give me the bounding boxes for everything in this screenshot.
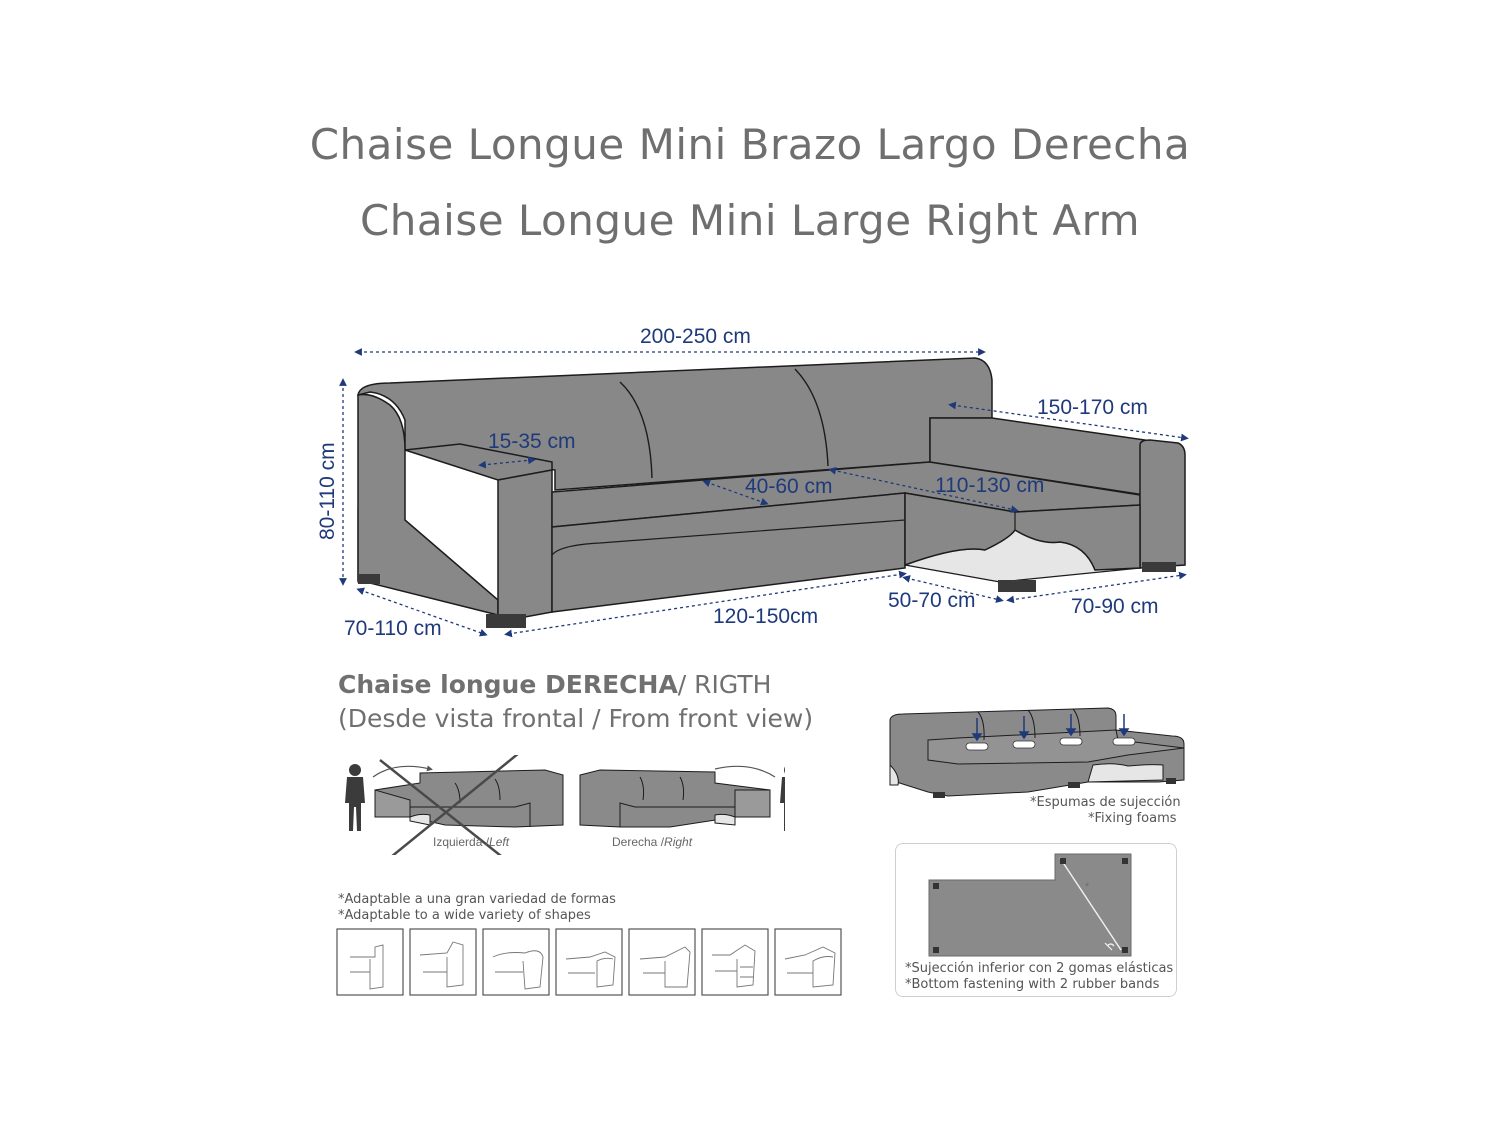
arrow-right-curve (714, 765, 776, 778)
clip-bl (933, 947, 939, 953)
arm-shape-2 (409, 928, 477, 996)
orientation-heading-rest: / RIGTH (677, 670, 772, 699)
shapes-note-1: *Adaptable a una gran variedad de formas (338, 892, 616, 907)
bottom-note-2: *Bottom fastening with 2 rubber bands (905, 977, 1160, 992)
back-cushion-line-1 (619, 381, 653, 479)
cross-line-1 (379, 759, 502, 855)
arm-shapes-row (336, 928, 842, 996)
dim-arrow-depth (356, 587, 488, 637)
cross-line-2 (391, 755, 519, 855)
chaise-arm (1139, 439, 1186, 569)
dim-chaise-width: 70-90 cm (1071, 595, 1159, 618)
bottom-note-1: *Sujección inferior con 2 gomas elástica… (905, 961, 1174, 976)
orientation-heading-bold: Chaise longue DERECHA (338, 670, 678, 699)
label-left: Izquierda /Left (433, 835, 510, 849)
foam-strip-3 (1059, 737, 1083, 746)
foam-strip-4 (1112, 737, 1136, 746)
dim-arrow-chaise-width (1006, 571, 1187, 604)
bottom-cover-shape (928, 853, 1132, 957)
bottom-fastening-box (895, 843, 1177, 997)
foot-back-left (358, 574, 380, 584)
foam-strip-2 (1012, 740, 1036, 749)
shapes-note-2: *Adaptable to a wide variety of shapes (338, 908, 591, 923)
dim-chaise-front: 50-70 cm (888, 589, 976, 612)
clip-tr (1060, 858, 1066, 864)
arm-shape-3 (482, 928, 550, 996)
orientation-diagrams: Izquierda /Left Derecha /Right (345, 755, 785, 855)
orientation-subheading: (Desde vista frontal / From front view) (338, 704, 814, 733)
arrow-left-curve (372, 765, 433, 778)
left-arm (357, 393, 499, 616)
title-spanish: Chaise Longue Mini Brazo Largo Derecha (309, 120, 1191, 169)
fixing-foams-diagram (889, 707, 1185, 798)
label-right: Derecha /Right (612, 835, 693, 849)
orientation-heading: Chaise longue DERECHA/ RIGTH (338, 670, 771, 699)
arm-shape-6 (701, 928, 769, 996)
dim-chaise-seat: 110-130 cm (935, 474, 1044, 497)
dim-total-width: 200-250 cm (640, 325, 751, 348)
arm-shape-5 (628, 928, 696, 996)
clip-br (1122, 947, 1128, 953)
arm-shape-7 (774, 928, 842, 996)
left-arm-front (497, 469, 553, 623)
foot-chaise-mid (998, 580, 1036, 592)
dim-depth: 70-110 cm (344, 617, 442, 640)
dim-height: 80-110 cm (316, 442, 339, 540)
clip-tr2 (1122, 858, 1128, 864)
back-cushion-line-2 (794, 368, 829, 467)
foot-chaise-right (1142, 562, 1176, 572)
foams-note-2: *Fixing foams (1088, 811, 1177, 826)
foot-front-left (486, 614, 526, 628)
dim-front-width: 120-150cm (713, 605, 818, 628)
dim-arm-width: 15-35 cm (488, 430, 576, 453)
person-right-icon (780, 766, 785, 831)
dim-seat-depth: 40-60 cm (745, 475, 833, 498)
clip-tl (933, 883, 939, 889)
arm-shape-1 (336, 928, 404, 996)
seat-cushion-edge (551, 519, 906, 556)
foams-note-1: *Espumas de sujección (1030, 795, 1181, 810)
sofa-right-orientation (579, 769, 771, 828)
sofa-left-orientation (374, 769, 564, 828)
dim-arrow-chaise-seat (828, 467, 1019, 513)
rubber-band (1059, 857, 1122, 951)
dim-arrow-chaise-front (902, 575, 1004, 603)
title-english: Chaise Longue Mini Large Right Arm (359, 196, 1141, 245)
dim-arrow-arm (478, 456, 536, 469)
person-left-icon (345, 764, 365, 831)
bottom-fastening-diagram: * (928, 853, 1132, 957)
dim-chaise-length: 150-170 cm (1037, 396, 1148, 419)
arm-shape-4 (555, 928, 623, 996)
foams-sofa-underside (889, 763, 1164, 786)
dim-arrow-front-width (504, 570, 907, 638)
dim-arrow-seat-depth (702, 479, 769, 506)
svg-text:*: * (1085, 881, 1090, 893)
foams-sofa-seat (927, 729, 1185, 765)
foam-strip-1 (965, 742, 989, 751)
